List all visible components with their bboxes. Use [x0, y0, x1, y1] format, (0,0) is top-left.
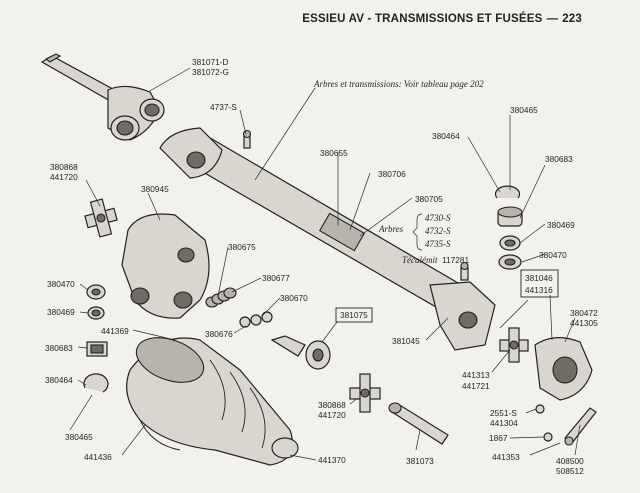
washer-380470-left [86, 284, 106, 300]
label-380675: 380675 [228, 242, 256, 252]
part-labels: 381071-D 381072-G 4737-S Arbres et trans… [45, 57, 598, 476]
transmission-shaft [159, 127, 496, 351]
tecalemit-word: Técalémit [402, 255, 438, 265]
label-1867: 1867 [489, 433, 508, 443]
spider-cross-bottom [349, 373, 381, 413]
note-arbres: Arbres et transmissions: Voir tableau pa… [313, 79, 484, 89]
arbre-ref-4735: 4735-S [425, 239, 451, 249]
nut-2551 [535, 404, 545, 414]
label-380470-left: 380470 [47, 279, 75, 289]
label-380469-right: 380469 [547, 220, 575, 230]
label-380677: 380677 [262, 273, 290, 283]
leader-lines [69, 67, 581, 461]
label-441304: 441304 [490, 418, 518, 428]
label-381075: 381075 [340, 310, 368, 320]
washer-380469-left [87, 306, 105, 320]
label-381073: 381073 [406, 456, 434, 466]
label-381046-box [520, 269, 559, 298]
circlip-380465-right [494, 185, 521, 199]
label-381071: 381071-D [192, 57, 228, 67]
label-380868-bottom: 380868 [318, 400, 346, 410]
bolt-381075 [270, 335, 331, 370]
yoke-housing-380945 [121, 213, 210, 319]
washer-380469-right [499, 235, 521, 251]
label-380472: 380472 [570, 308, 598, 318]
label-441369: 441369 [101, 326, 129, 336]
label-380706: 380706 [378, 169, 406, 179]
label-380868-left: 380868 [50, 162, 78, 172]
yoke-380472 [534, 337, 593, 401]
label-380670: 380670 [280, 293, 308, 303]
label-381046: 381046 [525, 273, 553, 283]
bearing-380683-left [86, 341, 108, 357]
boot-441436 [126, 337, 299, 466]
label-380683-top: 380683 [545, 154, 573, 164]
label-441721: 441721 [462, 381, 490, 391]
label-441436: 441436 [84, 452, 112, 462]
arbres-word: Arbres [378, 224, 404, 234]
page-header: ESSIEU AV - TRANSMISSIONS ET FUSÉES—223 [302, 13, 582, 25]
label-380683-left: 380683 [45, 343, 73, 353]
header-separator: — [546, 13, 559, 25]
label-508512: 508512 [556, 466, 584, 476]
label-2551: 2551-S [490, 408, 517, 418]
label-381075-box [335, 307, 373, 323]
label-380705: 380705 [415, 194, 443, 204]
page-title: ESSIEU AV - TRANSMISSIONS ET FUSÉES [302, 13, 543, 25]
stub-shaft-381071 [40, 53, 165, 141]
pin-381073 [388, 402, 449, 445]
label-380676: 380676 [205, 329, 233, 339]
label-381072: 381072-G [192, 67, 229, 77]
washer-1867 [543, 432, 553, 442]
label-380465-top: 380465 [510, 105, 538, 115]
label-380464-left: 380464 [45, 375, 73, 385]
spider-cross-left [84, 198, 118, 238]
parts-illustration [40, 53, 597, 466]
label-380469-left: 380469 [47, 307, 75, 317]
arbre-ref-4732: 4732-S [425, 226, 451, 236]
bearing-cup-380464 [497, 206, 523, 227]
label-380945: 380945 [141, 184, 169, 194]
label-4737: 4737-S [210, 102, 237, 112]
washer-380470-right [498, 254, 522, 270]
grease-nipple-4737 [242, 129, 252, 149]
label-441313: 441313 [462, 370, 490, 380]
label-380465-left: 380465 [65, 432, 93, 442]
grease-nipple-117281 [460, 261, 469, 281]
spider-cross-right [499, 327, 529, 363]
label-408500: 408500 [556, 456, 584, 466]
label-441353: 441353 [492, 452, 520, 462]
tecalemit-ref: 117281 [442, 255, 469, 265]
label-380464-top: 380464 [432, 131, 460, 141]
label-380470-right: 380470 [539, 250, 567, 260]
circlip-380464-left [83, 373, 109, 393]
page-number: 223 [562, 13, 582, 25]
label-441305: 441305 [570, 318, 598, 328]
rings-380670 [239, 311, 273, 328]
label-441720-left: 441720 [50, 172, 78, 182]
label-380655: 380655 [320, 148, 348, 158]
spring-380675 [205, 287, 237, 308]
label-441316: 441316 [525, 285, 553, 295]
arbre-ref-4730: 4730-S [425, 213, 451, 223]
label-441720-bottom: 441720 [318, 410, 346, 420]
label-441370: 441370 [318, 455, 346, 465]
label-381045: 381045 [392, 336, 420, 346]
arm-441353 [564, 407, 597, 446]
